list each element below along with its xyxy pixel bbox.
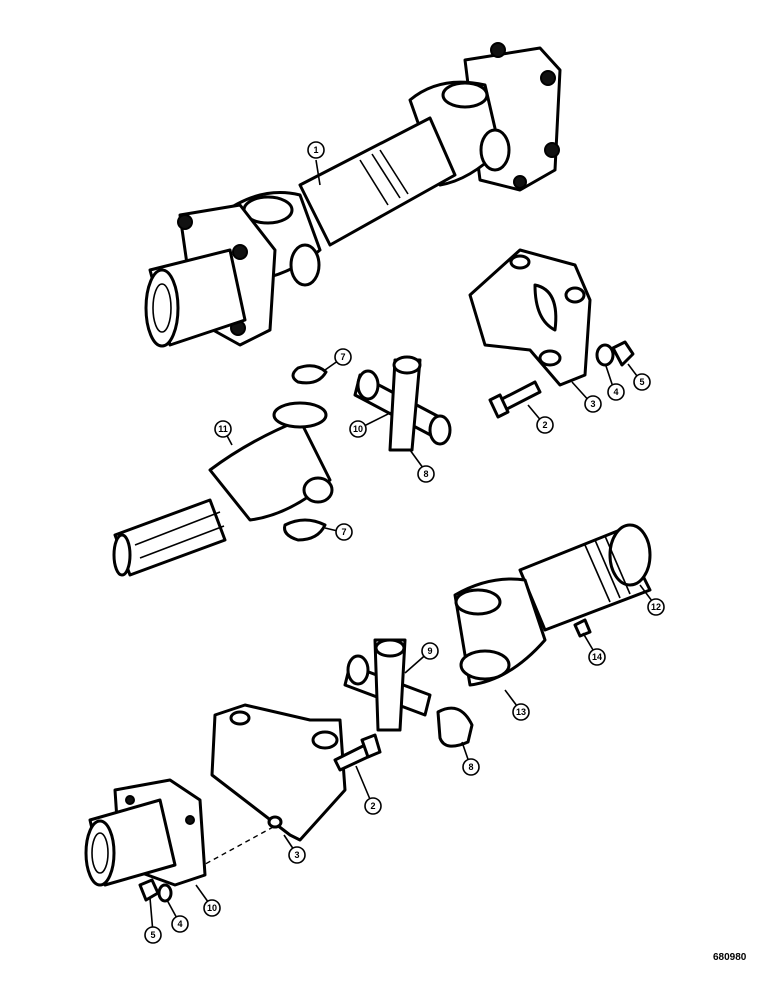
svg-text:14: 14 xyxy=(592,652,602,662)
slip-joint-yoke xyxy=(453,577,547,687)
svg-text:7: 7 xyxy=(341,527,346,537)
svg-text:1: 1 xyxy=(313,145,318,155)
callout-13: 13 xyxy=(512,703,530,721)
svg-text:8: 8 xyxy=(468,762,473,772)
callout-10: 10 xyxy=(203,899,221,917)
bolt-alignment-line xyxy=(197,825,276,869)
callout-12: 12 xyxy=(647,598,665,616)
mounting-bracket-lower xyxy=(210,703,347,842)
mounting-bracket-upper xyxy=(468,248,592,387)
flange-hub-lower xyxy=(84,778,207,887)
slip-joint-tube xyxy=(518,523,652,632)
figure-number: 680980 xyxy=(713,952,747,963)
callout-10: 10 xyxy=(349,420,367,438)
grease-fitting xyxy=(573,618,592,638)
callout-7: 7 xyxy=(334,348,352,366)
callout-8: 8 xyxy=(462,758,480,776)
snap-ring-upper xyxy=(291,364,328,385)
bearing-cap-lower xyxy=(436,706,474,748)
svg-text:8: 8 xyxy=(423,469,428,479)
svg-text:5: 5 xyxy=(639,377,644,387)
svg-text:4: 4 xyxy=(177,919,182,929)
callout-3: 3 xyxy=(584,395,602,413)
nut-lower xyxy=(138,878,160,902)
svg-text:10: 10 xyxy=(353,424,363,434)
callout-2: 2 xyxy=(364,797,382,815)
callout-1: 1 xyxy=(307,141,325,159)
callout-7: 7 xyxy=(335,523,353,541)
callout-4: 4 xyxy=(171,915,189,933)
svg-text:2: 2 xyxy=(370,801,375,811)
callout-11: 11 xyxy=(214,420,232,438)
callout-14: 14 xyxy=(588,648,606,666)
lock-washer-upper xyxy=(595,343,615,367)
bolt-upper xyxy=(488,380,542,419)
svg-text:4: 4 xyxy=(613,387,618,397)
svg-text:3: 3 xyxy=(294,850,299,860)
nut-upper xyxy=(611,340,635,367)
bolt-lower xyxy=(333,733,382,772)
callout-5: 5 xyxy=(144,926,162,944)
callout-8: 8 xyxy=(417,465,435,483)
svg-text:5: 5 xyxy=(150,930,155,940)
callout-4: 4 xyxy=(607,383,625,401)
lock-washer-lower xyxy=(157,883,173,903)
callout-9: 9 xyxy=(421,642,439,660)
snap-ring-lower xyxy=(283,518,327,542)
svg-text:2: 2 xyxy=(542,420,547,430)
svg-text:7: 7 xyxy=(340,352,345,362)
drive-shaft-assembly xyxy=(144,42,562,348)
svg-text:12: 12 xyxy=(651,602,661,612)
callout-5: 5 xyxy=(633,373,651,391)
svg-text:11: 11 xyxy=(218,424,228,434)
callout-3: 3 xyxy=(288,846,306,864)
cross-and-bearing-lower xyxy=(343,638,432,732)
svg-text:9: 9 xyxy=(427,646,432,656)
cross-and-bearing-upper xyxy=(353,355,452,452)
svg-text:10: 10 xyxy=(207,903,217,913)
svg-text:13: 13 xyxy=(516,707,526,717)
slip-yoke-shaft xyxy=(112,401,334,577)
svg-text:3: 3 xyxy=(590,399,595,409)
callout-2: 2 xyxy=(536,416,554,434)
